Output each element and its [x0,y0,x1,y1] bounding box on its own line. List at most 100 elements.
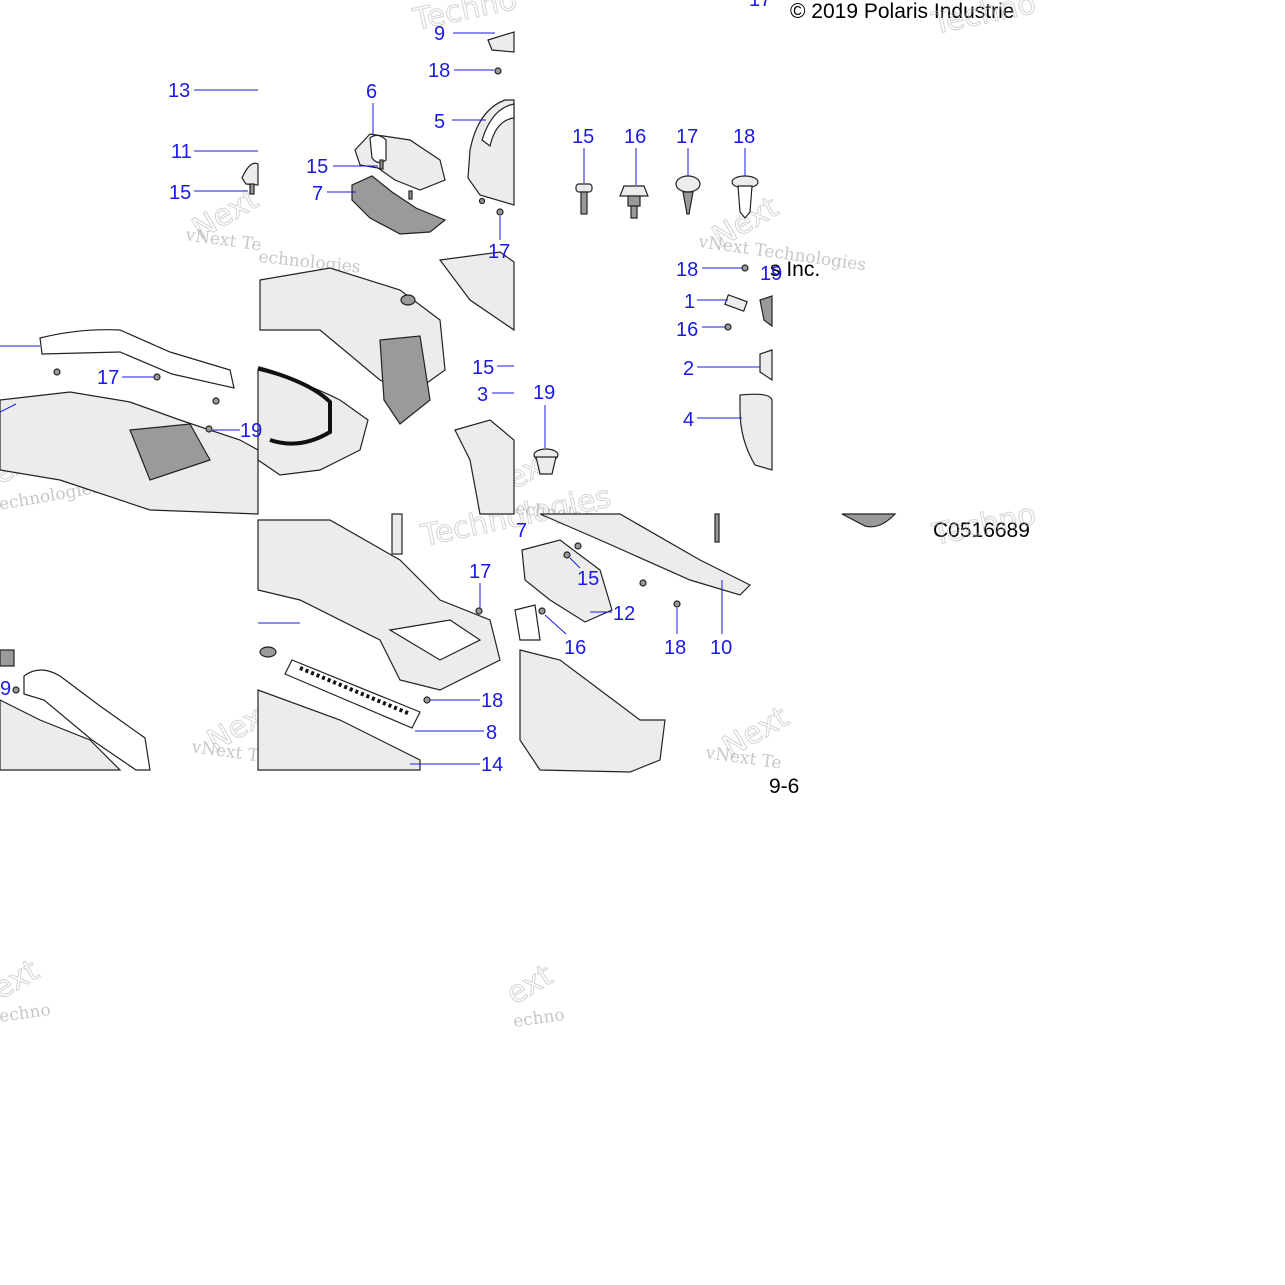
callout-19-c: 19 [760,263,782,285]
bracket-part-3 [454,419,515,515]
tile-bottom-left [0,649,151,771]
tile-top-middle [351,31,515,235]
screw-part-17-e [212,397,220,405]
bracket-part-1b [759,295,773,328]
callout-17-b: 17 [97,367,119,389]
callout-9-a: 9 [434,23,445,45]
callout-legend-18: 18 [733,126,755,148]
floor-panel-recess [129,423,211,481]
leader-floor-panel [0,403,17,413]
callout-15-b: 15 [306,156,328,178]
sill-part-14 [257,689,421,771]
screw-part-17-g [639,579,647,587]
housing-seal-part-5 [481,103,515,148]
bracket-part-11 [241,162,259,186]
callout-15-a: 15 [169,182,191,204]
leader-16-b [544,614,567,635]
copyright-tail-text: s Inc. [770,258,820,281]
bolt-part-16-a [724,323,732,331]
callout-17-c: 17 [469,561,491,583]
screw-part-15-c [408,190,413,200]
callout-4: 4 [683,409,694,431]
grommet-part-b [259,646,277,658]
tile-bottom-middle [257,513,501,771]
callout-18-c: 18 [481,690,503,712]
console-top-right-part [438,251,515,332]
console-bin-part [257,369,369,476]
callout-16-b: 16 [564,637,586,659]
screw-part-17-b [478,197,486,205]
callout-6: 6 [366,81,377,103]
handle-bar-part [39,329,235,389]
grab-handle-part-9 [23,669,151,771]
legend-screw-15 [575,183,593,215]
watermark-ext-3: ext [0,953,45,1007]
callout-legend-15: 15 [572,126,594,148]
callout-3: 3 [477,384,488,406]
legend-screw-17 [675,175,701,215]
vent-grille-slots [299,666,411,716]
callout-16-a: 16 [676,319,698,341]
callout-13: 13 [168,80,190,102]
rail-part-10 [539,513,752,596]
callout-8: 8 [486,722,497,744]
callout-5: 5 [434,111,445,133]
screw-part-15-b [379,159,384,170]
floor-lower-left-part [0,699,122,771]
legend-bolt-16 [619,185,649,219]
latch-part-16 [514,604,541,641]
callout-labels: 13 11 15 9 18 6 5 15 7 17 17 15 16 17 18… [0,0,782,776]
callout-2: 2 [683,358,694,380]
plug-part-19-c [12,686,20,694]
page-reference: 9-6 [769,775,799,798]
bracket-part-9 [487,31,515,53]
callout-9-b: 9 [0,678,11,700]
tile-middle-right [533,264,897,528]
tile-middle-left [0,329,259,515]
housing-part-5 [467,99,515,206]
callout-7-a: 7 [312,183,323,205]
bolt-part-16-b [538,607,546,615]
callout-1: 1 [684,291,695,313]
callout-15-d: 15 [577,568,599,590]
leader-15-d [569,557,581,569]
plug-part-19-b [533,448,559,475]
rod-part-b [714,513,720,543]
clip-part-18-b [741,264,749,272]
callout-18-a: 18 [428,60,450,82]
legend-clip-18 [731,175,759,219]
tile-top-left [241,162,259,195]
screw-part-15-a [249,183,255,195]
drawing-code: C0516689 [933,519,1030,542]
watermark-ext-4: ext [501,958,560,1012]
watermark-techno-2: Techno [928,0,1039,42]
latch-part [0,649,15,667]
clip-part-18-c [423,696,431,704]
watermark-techno-3: Techno [928,497,1039,553]
lower-cover-part-7 [351,175,447,235]
bracket-part-12 [521,539,613,623]
lower-panel-part [519,649,666,773]
callout-18-b: 18 [676,259,698,281]
callout-15-c: 15 [472,357,494,379]
tray-part-4 [739,393,773,471]
screw-part-18-a [494,67,502,75]
callout-19-a: 19 [240,420,262,442]
callout-10: 10 [710,637,732,659]
screw-part-15-e [574,542,582,550]
plug-part-19-a [205,425,213,433]
screw-part-15-d [563,551,571,559]
callout-11: 11 [171,141,192,163]
callout-legend-16: 16 [624,126,646,148]
callout-legend-17: 17 [676,126,698,148]
callout-19-b: 19 [533,382,555,404]
callout-7-b: 7 [516,520,527,542]
tile-center [257,251,515,515]
tile-bottom-right [514,513,752,773]
rod-part [391,513,403,555]
bracket-part-1 [724,294,748,312]
watermark-techno: Techno [409,0,520,38]
clip-part-18-d [673,600,681,608]
callout-12: 12 [613,603,635,625]
